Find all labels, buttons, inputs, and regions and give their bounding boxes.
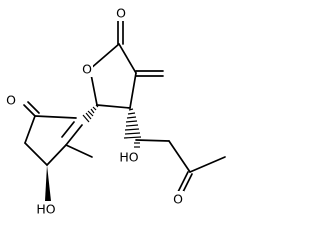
svg-text:HO: HO (36, 202, 55, 217)
svg-text:O: O (116, 6, 126, 21)
bond-cp-double-inner (61, 121, 75, 138)
hashed-bond-ring-to-cyclopentenone (82, 104, 99, 123)
atom-label-ring-oxygen: O (81, 62, 93, 77)
bond-cp-c3-c4 (24, 142, 48, 166)
svg-text:HO: HO (119, 150, 138, 165)
bond-alpha-c-ring (129, 72, 137, 109)
atom-label-ring-hydroxyl: HO (33, 201, 59, 217)
bond-cp-c2-c3 (46, 144, 67, 166)
atom-label-cyclopentenone-oxygen: O (4, 93, 17, 108)
bond-carbonyl-c-alpha (118, 43, 137, 74)
atom-label-ketone-oxygen: O (172, 191, 184, 207)
bond-chc-to-ch2 (135, 139, 170, 142)
bond-ch2-to-ketone-c (168, 140, 191, 173)
bond-cp-methyl (65, 144, 93, 158)
bond-cp-carbonyl-double-b (27, 101, 40, 114)
wedge-bond-ring-c-to-oh (45, 165, 51, 201)
bond-ketone-c-to-methyl (189, 156, 226, 173)
svg-text:O: O (6, 93, 16, 108)
hashed-bond-ring-to-side-chain (123, 108, 142, 139)
bond-cp-c4-c5 (24, 115, 36, 144)
atom-label-side-chain-hydroxyl: HO (118, 149, 140, 165)
bond-cp-carbonyl-double-a (23, 104, 36, 117)
bond-o-carbonyl-c (89, 43, 120, 70)
bond-ring-c-c (96, 104, 131, 109)
atom-label-lactone-carbonyl-oxygen: O (116, 5, 126, 21)
svg-text:O: O (173, 192, 183, 207)
svg-text:O: O (82, 62, 92, 77)
chemical-structure: O O O HO O HO (4, 5, 226, 217)
bond-cp-c5-c1 (34, 115, 77, 119)
bond-cp-c1-c2 (65, 124, 83, 146)
